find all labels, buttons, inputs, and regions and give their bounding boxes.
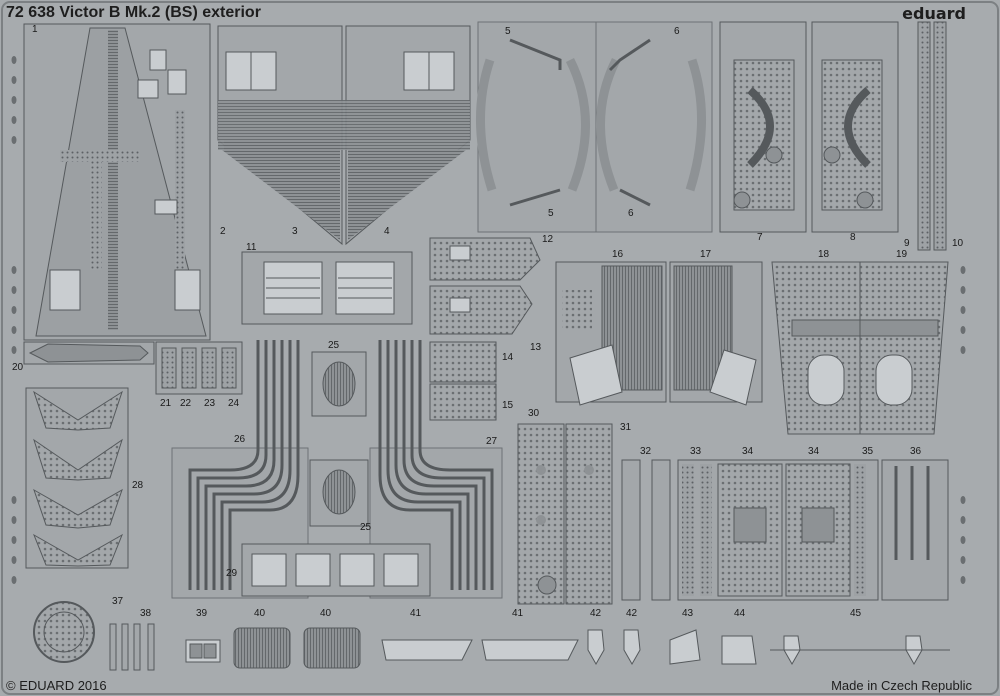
- part-30: [517, 423, 565, 605]
- part-31: [537, 423, 613, 605]
- part-number: 7: [757, 232, 763, 243]
- part-number: 25: [328, 340, 340, 351]
- part-28: [25, 387, 129, 569]
- part-number: 44: [734, 608, 746, 619]
- part-number: 34: [742, 446, 754, 457]
- part-number: 27: [486, 436, 498, 447]
- part-number: 42: [590, 608, 602, 619]
- part-number: 13: [530, 342, 542, 353]
- part-number: 22: [180, 398, 192, 409]
- origin-text: Made in Czech Republic: [831, 678, 972, 693]
- part-number: 29: [226, 568, 238, 579]
- part-number: 10: [952, 238, 964, 249]
- part-7: [719, 21, 807, 233]
- part-number: 12: [542, 234, 554, 245]
- part-32: [621, 459, 641, 601]
- louvre-band: [218, 100, 470, 150]
- part-11: [241, 251, 413, 325]
- parts-21-24: [155, 341, 243, 395]
- part-number: 34: [808, 446, 820, 457]
- part-number: 1: [32, 24, 38, 35]
- part-12: [429, 237, 541, 281]
- part-5: [476, 21, 597, 233]
- part-37: [33, 601, 95, 663]
- part-number: 35: [862, 446, 874, 457]
- part-17: [669, 261, 763, 406]
- parts-33-35: [677, 459, 879, 601]
- part-number: 21: [160, 398, 172, 409]
- part-number: 43: [682, 608, 694, 619]
- part-number: 20: [12, 362, 24, 373]
- part-number: 40: [254, 608, 266, 619]
- part-number: 6: [674, 26, 680, 37]
- edge-holes-left: [11, 56, 17, 584]
- part-number: 40: [320, 608, 332, 619]
- part-number: 33: [690, 446, 702, 457]
- part-number: 17: [700, 249, 712, 260]
- part-27: [369, 340, 503, 599]
- part-number: 5: [505, 26, 511, 37]
- part-number: 8: [850, 232, 856, 243]
- part-number: 31: [620, 422, 632, 433]
- brand-logo-text: eduard: [902, 4, 966, 23]
- part-number: 2: [220, 226, 226, 237]
- part-number: 25: [360, 522, 372, 533]
- part-number: 32: [640, 446, 652, 457]
- part-number: 18: [818, 249, 830, 260]
- part-number: 3: [292, 226, 298, 237]
- part-20: [23, 341, 155, 365]
- part-6: [595, 21, 713, 233]
- part-10: [933, 21, 947, 251]
- part-number: 41: [410, 608, 422, 619]
- copyright-text: © EDUARD 2016: [6, 678, 107, 693]
- part-number: 37: [112, 596, 124, 607]
- part-1: [23, 23, 211, 341]
- part-number: 5: [548, 208, 554, 219]
- part-number: 23: [204, 398, 216, 409]
- parts-38-45: [109, 623, 950, 671]
- part-8: [811, 21, 899, 233]
- part-29: [241, 543, 431, 597]
- part-15: [429, 383, 497, 421]
- part-13: [429, 285, 533, 335]
- part-number: 15: [502, 400, 514, 411]
- part-18-19: [771, 261, 949, 435]
- edge-holes-right: [960, 266, 966, 584]
- part-9: [917, 21, 931, 251]
- part-number: 42: [626, 608, 638, 619]
- part-16: [555, 261, 667, 406]
- part-number: 11: [246, 242, 257, 253]
- part-number: 39: [196, 608, 208, 619]
- part-number: 6: [628, 208, 634, 219]
- part-32b: [651, 459, 671, 601]
- sheet-title: 72 638 Victor B Mk.2 (BS) exterior: [6, 4, 261, 21]
- part-number: 26: [234, 434, 246, 445]
- part-number: 41: [512, 608, 524, 619]
- part-number: 38: [140, 608, 152, 619]
- part-number: 19: [896, 249, 908, 260]
- part-number: 45: [850, 608, 862, 619]
- part-number: 24: [228, 398, 240, 409]
- part-number: 14: [502, 352, 514, 363]
- part-14: [429, 341, 497, 383]
- part-25-upper: [311, 351, 367, 417]
- part-25-lower: [309, 459, 369, 527]
- part-26: [171, 340, 309, 599]
- part-number: 30: [528, 408, 540, 419]
- part-number: 16: [612, 249, 624, 260]
- part-number: 28: [132, 480, 144, 491]
- part-36: [881, 459, 949, 601]
- part-number: 9: [904, 238, 910, 249]
- part-number: 4: [384, 226, 390, 237]
- part-number: 36: [910, 446, 922, 457]
